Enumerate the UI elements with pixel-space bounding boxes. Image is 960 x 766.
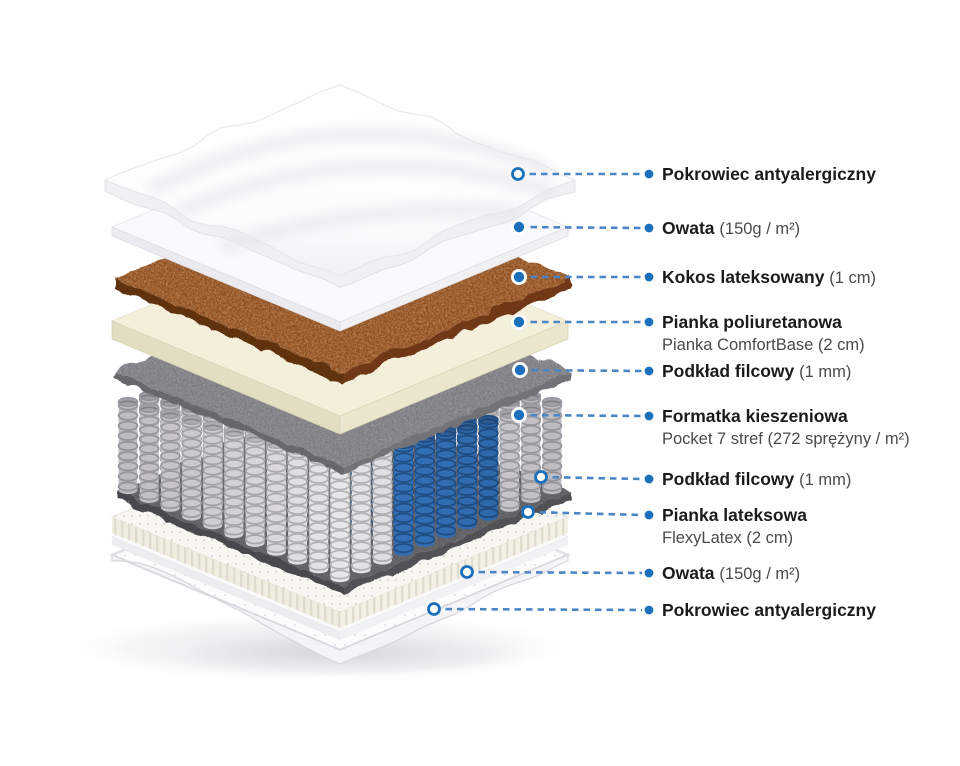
layer-title: Owata [662,218,715,238]
label-foam: Pianka poliuretanowa Pianka ComfortBase … [662,311,865,356]
layer-title: Formatka kieszeniowa [662,406,848,426]
layer-title: Podkład filcowy [662,469,795,489]
label-felt-bottom: Podkład filcowy (1 mm) [662,468,851,491]
label-cover-top: Pokrowiec antyalergiczny [662,163,876,186]
layer-cover-top [103,84,577,288]
layer-detail: (150g / m²) [719,220,801,238]
layer-title: Podkład filcowy [662,361,795,381]
label-felt-top: Podkład filcowy (1 mm) [662,360,851,383]
label-springs: Formatka kieszeniowa Pocket 7 stref (272… [662,405,910,450]
label-kokos: Kokos lateksowany (1 cm) [662,266,876,289]
layer-title: Kokos lateksowany [662,267,825,287]
leader-lines [427,167,654,616]
label-cover-bottom: Pokrowiec antyalergiczny [662,599,876,622]
label-latex: Pianka lateksowa FlexyLatex (2 cm) [662,504,807,549]
label-owata-top: Owata (150g / m²) [662,217,800,240]
layer-detail: (1 mm) [799,471,852,489]
layer-title: Pianka poliuretanowa [662,312,842,332]
layer-title: Owata [662,563,715,583]
layer-subdetail: FlexyLatex (2 cm) [662,529,794,547]
layer-detail: (1 mm) [799,363,852,381]
layer-subdetail: Pianka ComfortBase (2 cm) [662,336,865,354]
layer-title: Pokrowiec antyalergiczny [662,600,876,620]
layer-title: Pokrowiec antyalergiczny [662,164,876,184]
layer-subdetail: Pocket 7 stref (272 sprężyny / m²) [662,430,910,448]
layer-detail: (150g / m²) [719,565,801,583]
layer-title: Pianka lateksowa [662,505,807,525]
label-owata-bottom: Owata (150g / m²) [662,562,800,585]
layer-detail: (1 cm) [829,269,877,287]
